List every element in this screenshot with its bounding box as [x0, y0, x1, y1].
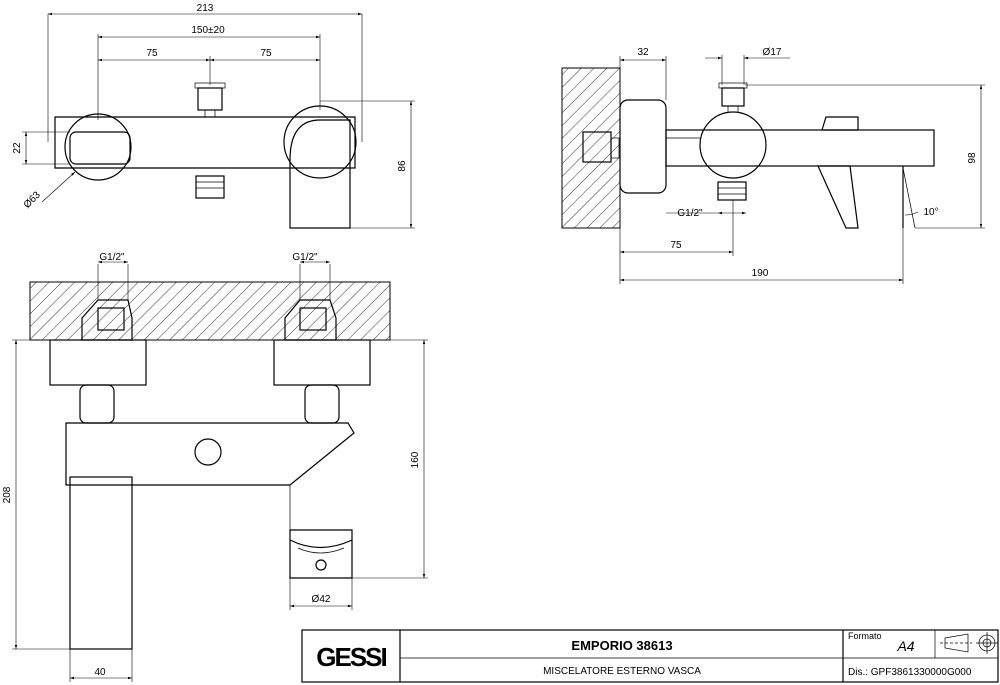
drawing-number: Dis.: GPF3861330000G000 — [848, 667, 972, 678]
dim-75-left: 75 — [146, 48, 158, 59]
dim-32: 32 — [637, 47, 649, 58]
dim-22: 22 — [12, 142, 23, 154]
dim-75-side: 75 — [670, 240, 682, 251]
dim-150: 150±20 — [191, 25, 225, 36]
side-handle-lever — [817, 165, 859, 229]
dim-40: 40 — [94, 667, 106, 678]
model-name: EMPORIO 38613 — [571, 638, 672, 653]
format-value: A4 — [896, 638, 914, 654]
dim-g12-right: G1/2" — [292, 252, 318, 263]
dim-98: 98 — [967, 152, 978, 164]
bottom-connector — [195, 175, 225, 199]
dim-213: 213 — [197, 3, 214, 14]
side-bottom-connector — [717, 181, 747, 201]
projection-symbol-icon — [940, 632, 998, 654]
title-block: GESSI EMPORIO 38613 MISCELATORE ESTERNO … — [301, 629, 999, 683]
dim-g12-side: G1/2" — [677, 208, 703, 219]
top-connector — [197, 87, 223, 111]
dim-d17: Ø17 — [763, 47, 782, 58]
dim-angle: 10° — [923, 207, 938, 218]
left-cover — [49, 339, 147, 386]
right-pipe — [304, 384, 340, 424]
aerator — [315, 559, 327, 571]
left-pipe — [79, 384, 115, 424]
dim-g12-left: G1/2" — [99, 252, 125, 263]
dim-75-right: 75 — [260, 48, 272, 59]
side-body — [665, 129, 935, 167]
dim-208: 208 — [2, 486, 13, 503]
wall-section — [561, 67, 621, 229]
spout-top — [289, 119, 351, 229]
side-cartridge — [699, 111, 767, 179]
right-cover — [273, 339, 371, 386]
spout-outlet — [289, 529, 353, 579]
diverter-button — [69, 131, 131, 165]
format-label: Formato — [848, 631, 882, 641]
front-body — [65, 422, 355, 486]
dim-d63: Ø63 — [22, 189, 43, 210]
left-flange — [64, 113, 132, 181]
dim-190: 190 — [752, 268, 769, 279]
model-description: MISCELATORE ESTERNO VASCA — [543, 666, 701, 677]
front-lever — [69, 476, 133, 650]
brand-logo: GESSI — [316, 642, 386, 672]
mixer-body — [54, 116, 356, 169]
dim-160: 160 — [410, 451, 421, 468]
diverter-knob — [194, 438, 222, 466]
side-top-connector — [721, 87, 745, 107]
side-handle-top — [821, 116, 859, 131]
dim-d42: Ø42 — [312, 594, 331, 605]
top-view: 213 150±20 75 75 22 86 Ø63 — [12, 3, 415, 229]
side-view: 32 Ø17 98 G1/2" 10° 75 190 — [561, 47, 985, 284]
side-flange — [619, 99, 667, 194]
front-view: G1/2" G1/2" 208 160 Ø42 40 — [2, 252, 428, 682]
dim-86: 86 — [397, 160, 408, 172]
